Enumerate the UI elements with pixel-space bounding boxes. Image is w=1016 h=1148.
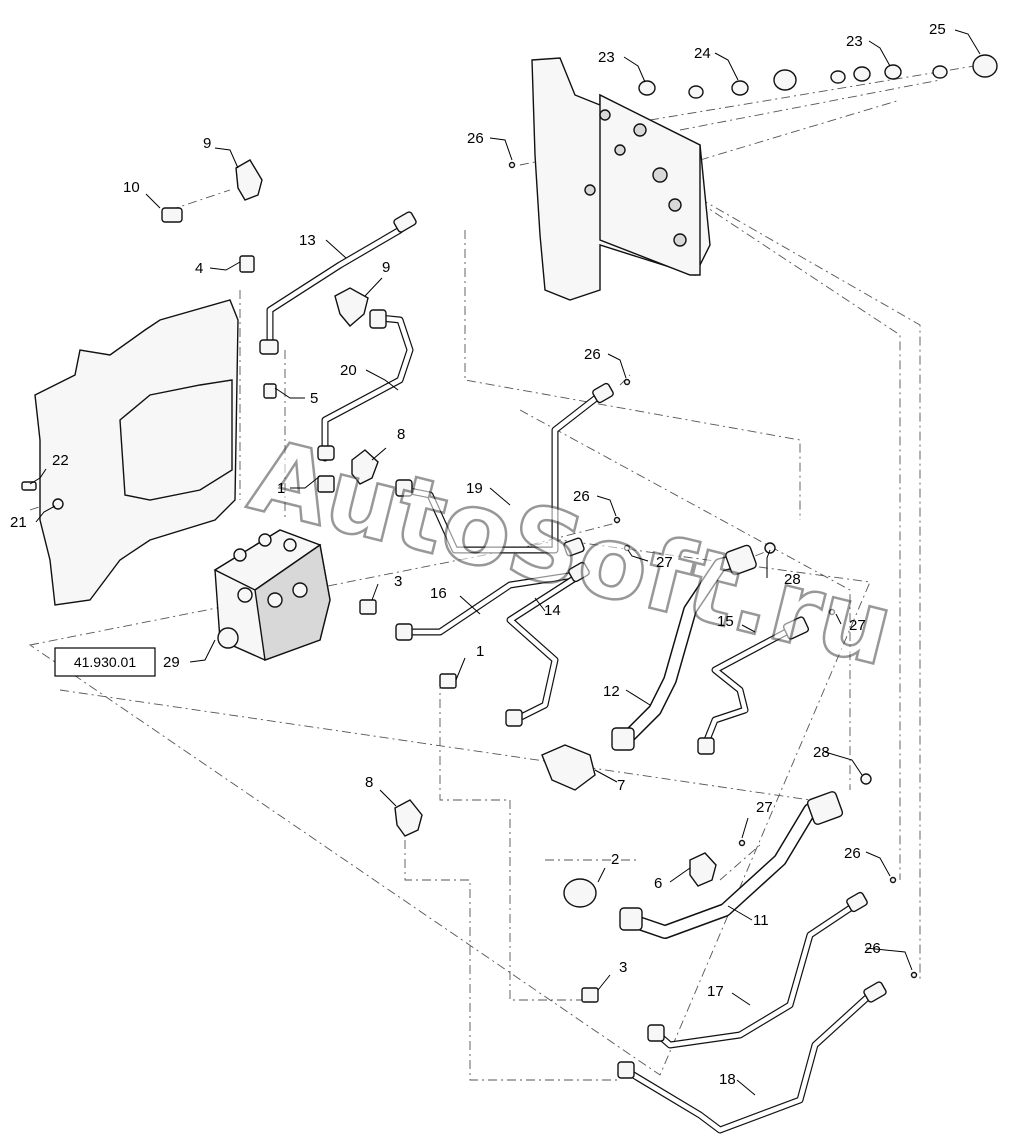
watermark: AutoSoft.ru [239, 417, 903, 689]
mounting-bracket [34, 299, 239, 606]
adapters-and-elbows [21, 159, 918, 1003]
callout-8: 8 [397, 426, 405, 443]
hydraulic-hoses [618, 553, 817, 939]
hydraulic-pipes [266, 226, 874, 1134]
callout-23: 23 [598, 49, 615, 66]
callout-22: 22 [52, 452, 69, 469]
callout-12: 12 [603, 683, 620, 700]
callout-9: 9 [382, 259, 390, 276]
callout-2: 2 [611, 851, 619, 868]
callout-26: 26 [584, 346, 601, 363]
callout-28: 28 [813, 744, 830, 761]
callout-6: 6 [654, 875, 662, 892]
valve-mounting-plate [531, 57, 711, 301]
callout-16: 16 [430, 585, 447, 602]
callout-23: 23 [846, 33, 863, 50]
callout-7: 7 [617, 777, 625, 794]
callout-25: 25 [929, 21, 946, 38]
callout-1: 1 [277, 480, 285, 497]
pipe-end-fittings [259, 211, 887, 1079]
callout-10: 10 [123, 179, 140, 196]
callout-26: 26 [844, 845, 861, 862]
callout-5: 5 [310, 390, 318, 407]
callout-3: 3 [394, 573, 402, 590]
callout-numbers: 1 1 2 3 3 4 5 6 7 8 8 9 9 10 11 12 13 14… [10, 21, 946, 1088]
callout-26: 26 [467, 130, 484, 147]
callout-14: 14 [544, 602, 561, 619]
callout-29: 29 [163, 654, 180, 671]
callout-27: 27 [756, 799, 773, 816]
callout-17: 17 [707, 983, 724, 1000]
callout-11: 11 [753, 912, 769, 929]
callout-27: 27 [849, 617, 866, 634]
callout-24: 24 [694, 45, 711, 62]
callout-4: 4 [195, 260, 203, 277]
callout-3: 3 [619, 959, 627, 976]
callout-19: 19 [466, 480, 483, 497]
callout-9: 9 [203, 135, 211, 152]
callout-leaders [29, 29, 981, 1096]
lock-nuts [638, 54, 998, 99]
callout-26: 26 [573, 488, 590, 505]
callout-21: 21 [10, 514, 27, 531]
callout-1: 1 [476, 643, 484, 660]
callout-15: 15 [717, 613, 734, 630]
callout-27: 27 [656, 554, 673, 571]
callout-8: 8 [365, 774, 373, 791]
callout-20: 20 [340, 362, 357, 379]
reference-box[interactable]: 41.930.01 [54, 647, 156, 677]
control-valve-block [213, 529, 331, 661]
callout-18: 18 [719, 1071, 736, 1088]
reference-box-label: 41.930.01 [74, 654, 136, 670]
assembly-guide-lines [28, 64, 981, 1081]
callout-13: 13 [299, 232, 316, 249]
callout-28: 28 [784, 571, 801, 588]
callout-26: 26 [864, 940, 881, 957]
